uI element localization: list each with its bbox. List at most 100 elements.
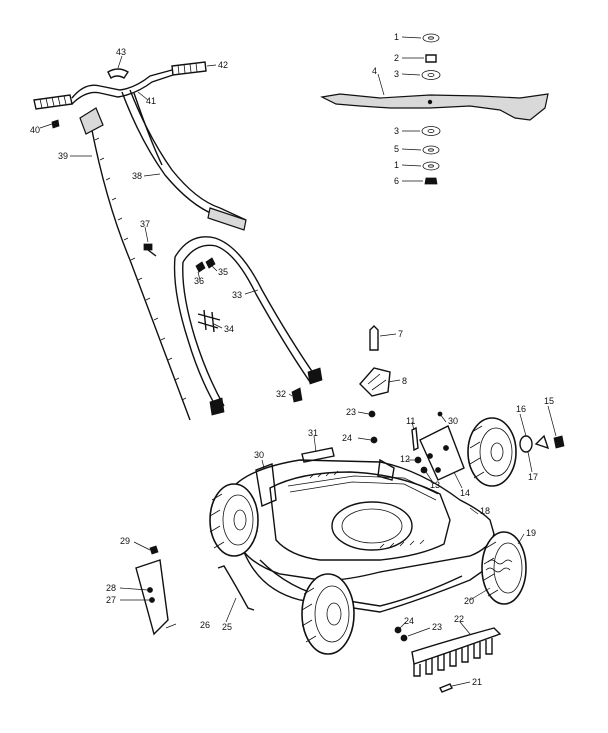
handle-grip-right-part-42 <box>171 61 207 76</box>
adapter-part-2 <box>425 54 437 63</box>
label-part-3a: 3 <box>394 69 399 79</box>
wheel-front-left <box>301 573 355 655</box>
fastener-part-32 <box>291 387 303 403</box>
label-part-24a: 24 <box>342 433 352 443</box>
label-part-41: 41 <box>146 96 156 106</box>
bracket-part-43 <box>107 68 129 80</box>
knob-part-36 <box>195 261 206 273</box>
label-part-23b: 23 <box>432 622 442 632</box>
label-part-1a: 1 <box>394 32 399 42</box>
label-part-1b: 1 <box>394 160 399 170</box>
motor-cover <box>269 471 451 561</box>
nut-part-12 <box>414 456 422 464</box>
lower-handle-part-33 <box>174 236 319 381</box>
label-part-4: 4 <box>372 66 377 76</box>
hubcap-part-17 <box>519 435 533 453</box>
label-part-14: 14 <box>460 488 470 498</box>
label-part-5: 5 <box>394 144 399 154</box>
label-part-20: 20 <box>464 596 474 606</box>
label-part-19: 19 <box>526 528 536 538</box>
label-part-2: 2 <box>394 53 399 63</box>
washer-part-24-top <box>370 436 378 444</box>
wheel-spare <box>467 417 517 487</box>
blade-part-4 <box>320 93 549 121</box>
label-part-18: 18 <box>480 506 490 516</box>
bolt-part-11 <box>411 426 419 452</box>
label-part-27: 27 <box>106 595 116 605</box>
washer-part-3-top <box>421 70 441 80</box>
rear-deflector-part-22 <box>411 627 502 665</box>
label-part-38: 38 <box>132 171 142 181</box>
mower-deck-assembly <box>209 325 565 655</box>
side-door-part-26 <box>135 559 169 636</box>
nut-part-15 <box>553 435 565 449</box>
bolt-part-7 <box>369 325 379 351</box>
clip-part-16 <box>534 434 550 450</box>
knob-part-35 <box>205 257 216 269</box>
middle-handle-part-38 <box>121 91 245 227</box>
nut-part-24-bottom <box>394 626 402 634</box>
label-part-32: 32 <box>276 389 286 399</box>
deflector-assembly <box>394 621 502 693</box>
label-part-6: 6 <box>394 176 399 186</box>
washer-part-5 <box>422 145 440 155</box>
label-part-22: 22 <box>454 614 464 624</box>
bracket-part-8 <box>359 367 391 397</box>
screw-part-21 <box>439 683 453 693</box>
label-part-17: 17 <box>528 472 538 482</box>
label-part-39: 39 <box>58 151 68 161</box>
label-part-33: 33 <box>232 290 242 300</box>
label-part-34: 34 <box>224 324 234 334</box>
upper-handle-part-41 <box>71 69 173 99</box>
mower-deck-part-18 <box>231 459 495 582</box>
spring-part-20 <box>485 559 513 573</box>
label-part-7: 7 <box>398 329 403 339</box>
washer-part-1-top <box>422 33 440 43</box>
label-part-24b: 24 <box>404 616 414 626</box>
axle-bracket-part-14 <box>419 425 465 481</box>
cable-part-39 <box>89 119 191 421</box>
label-part-12: 12 <box>400 454 410 464</box>
label-part-36: 36 <box>194 276 204 286</box>
bar-part-31 <box>301 447 335 463</box>
label-part-42: 42 <box>218 60 228 70</box>
label-part-43: 43 <box>116 47 126 57</box>
deflector-teeth <box>413 638 493 677</box>
label-part-8: 8 <box>402 376 407 386</box>
bolt-part-37 <box>143 243 153 251</box>
label-part-29: 29 <box>120 536 130 546</box>
bracket-part-34 <box>197 309 221 333</box>
label-part-3b: 3 <box>394 126 399 136</box>
label-part-35: 35 <box>218 267 228 277</box>
label-part-16: 16 <box>516 404 526 414</box>
label-part-11: 11 <box>406 416 415 426</box>
side-parts <box>119 541 255 636</box>
label-part-30b: 30 <box>254 450 264 460</box>
label-part-21: 21 <box>472 677 482 687</box>
label-part-13: 13 <box>430 480 440 490</box>
washer-part-1-bottom <box>422 161 440 171</box>
label-part-31: 31 <box>308 428 318 438</box>
blade-assembly <box>320 33 549 185</box>
part-labels: 1 2 3 4 3 5 1 6 43 42 41 40 39 38 37 36 … <box>30 32 554 687</box>
wheel-front-right-part-19 <box>481 531 527 605</box>
handle-assembly <box>33 55 323 421</box>
label-part-26: 26 <box>200 620 210 630</box>
nut-part-23-top <box>368 410 376 418</box>
label-part-30a: 30 <box>448 416 458 426</box>
label-part-15: 15 <box>544 396 554 406</box>
label-part-37: 37 <box>140 219 150 229</box>
nut-part-13 <box>420 466 428 474</box>
switch-box <box>79 107 104 135</box>
washer-part-23-bottom <box>400 634 408 642</box>
screw-part-29 <box>149 545 159 555</box>
motor-circle-top <box>331 501 413 551</box>
rod-part-25 <box>217 565 255 611</box>
washer-part-3-bottom <box>421 126 441 136</box>
label-part-40: 40 <box>30 125 40 135</box>
label-part-28: 28 <box>106 583 116 593</box>
nut-part-6 <box>424 177 438 185</box>
label-part-25: 25 <box>222 622 232 632</box>
label-part-23a: 23 <box>346 407 356 417</box>
